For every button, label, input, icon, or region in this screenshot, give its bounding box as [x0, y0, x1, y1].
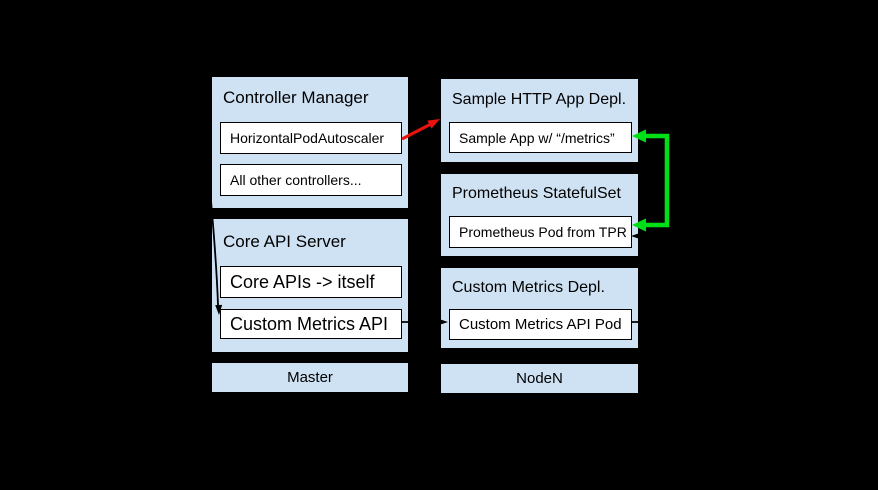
node-sample-app-metrics: Sample App w/ “/metrics” [449, 122, 632, 153]
group-title: Sample HTTP App Depl. [452, 91, 627, 108]
group-custom-metrics-depl: Custom Metrics Depl. Custom Metrics API … [440, 267, 639, 349]
group-title: Controller Manager [223, 88, 369, 107]
node-prometheus-pod-from-tpr: Prometheus Pod from TPR [449, 216, 632, 248]
zone-label: NodeN [516, 370, 563, 387]
zone-master: Master [211, 362, 409, 393]
zone-label: Master [287, 369, 333, 386]
node-core-apis-itself: Core APIs -> itself [220, 266, 402, 298]
group-controller-manager: Controller Manager HorizontalPodAutoscal… [211, 76, 409, 209]
zone-noden: NodeN [440, 363, 639, 394]
node-custom-metrics-api: Custom Metrics API [220, 309, 402, 339]
node-horizontalpodautoscaler: HorizontalPodAutoscaler [220, 122, 402, 154]
group-title: Custom Metrics Depl. [452, 279, 605, 296]
group-prometheus-statefulset: Prometheus StatefulSet Prometheus Pod fr… [440, 173, 639, 257]
group-title: Core API Server [223, 232, 346, 251]
node-custom-metrics-api-pod: Custom Metrics API Pod [449, 309, 632, 340]
group-title: Prometheus StatefulSet [452, 185, 621, 202]
node-all-other-controllers: All other controllers... [220, 164, 402, 196]
group-sample-http-app-depl: Sample HTTP App Depl. Sample App w/ “/me… [440, 78, 639, 163]
group-core-api-server: Core API Server Core APIs -> itself Cust… [211, 218, 409, 353]
